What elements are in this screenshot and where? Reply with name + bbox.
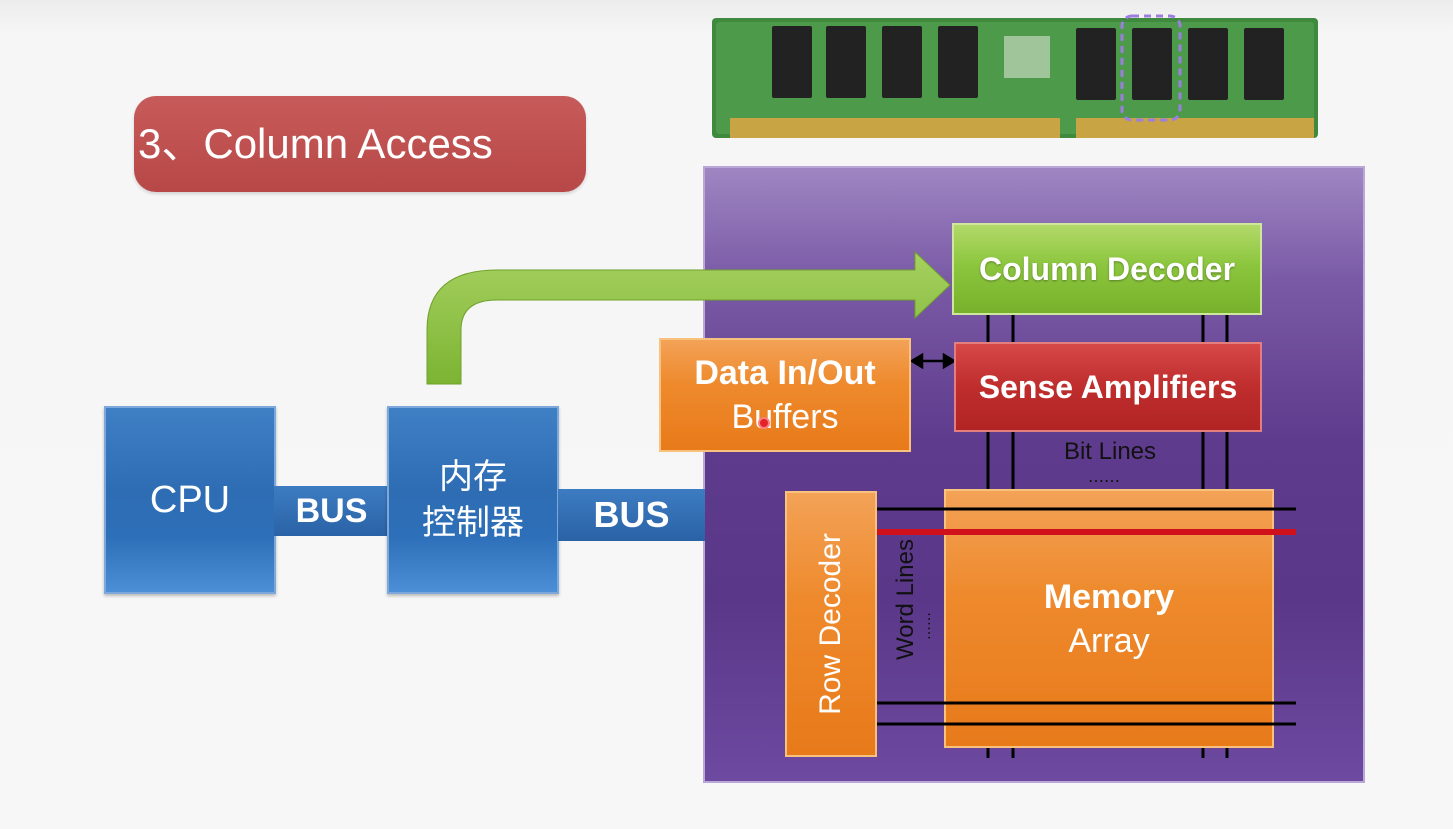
bus-right-label: BUS bbox=[593, 494, 670, 535]
cpu-label: CPU bbox=[149, 478, 231, 521]
sense-amplifiers-label: Sense Amplifiers bbox=[978, 368, 1238, 405]
memory-array-line2: Array bbox=[1068, 621, 1150, 660]
row-decoder-box: Row Decoder bbox=[785, 491, 877, 757]
svg-text:……: …… bbox=[918, 612, 934, 640]
data-buffers-line1: Data In/Out bbox=[694, 354, 876, 392]
memory-array-line1: Memory bbox=[1043, 577, 1175, 616]
column-decoder-label: Column Decoder bbox=[978, 250, 1236, 287]
slide-title: 3、Column Access bbox=[134, 96, 586, 192]
sense-amplifiers-box: Sense Amplifiers bbox=[954, 342, 1262, 432]
data-buffers-box: Data In/Out Buffers bbox=[659, 338, 911, 452]
memory-controller-box: 内存 控制器 bbox=[387, 406, 559, 594]
double-arrow-icon bbox=[909, 352, 957, 370]
memory-controller-line2: 控制器 bbox=[422, 504, 524, 542]
cursor-icon bbox=[758, 417, 770, 429]
column-decoder-box: Column Decoder bbox=[952, 223, 1262, 315]
highlight-chip-dashed-outline bbox=[1120, 14, 1182, 122]
bus-right: BUS bbox=[558, 489, 705, 541]
bus-left-label: BUS bbox=[295, 491, 368, 530]
bus-left: BUS bbox=[274, 486, 389, 536]
svg-text:……: …… bbox=[1088, 467, 1120, 486]
ram-stick-image bbox=[712, 14, 1318, 138]
memory-controller-line1: 内存 bbox=[439, 458, 507, 496]
column-address-arrow bbox=[426, 250, 951, 385]
bit-lines-label: Bit Lines bbox=[1063, 438, 1157, 465]
data-buffers-line2: Buffers bbox=[731, 398, 839, 436]
cpu-box: CPU bbox=[104, 406, 276, 594]
